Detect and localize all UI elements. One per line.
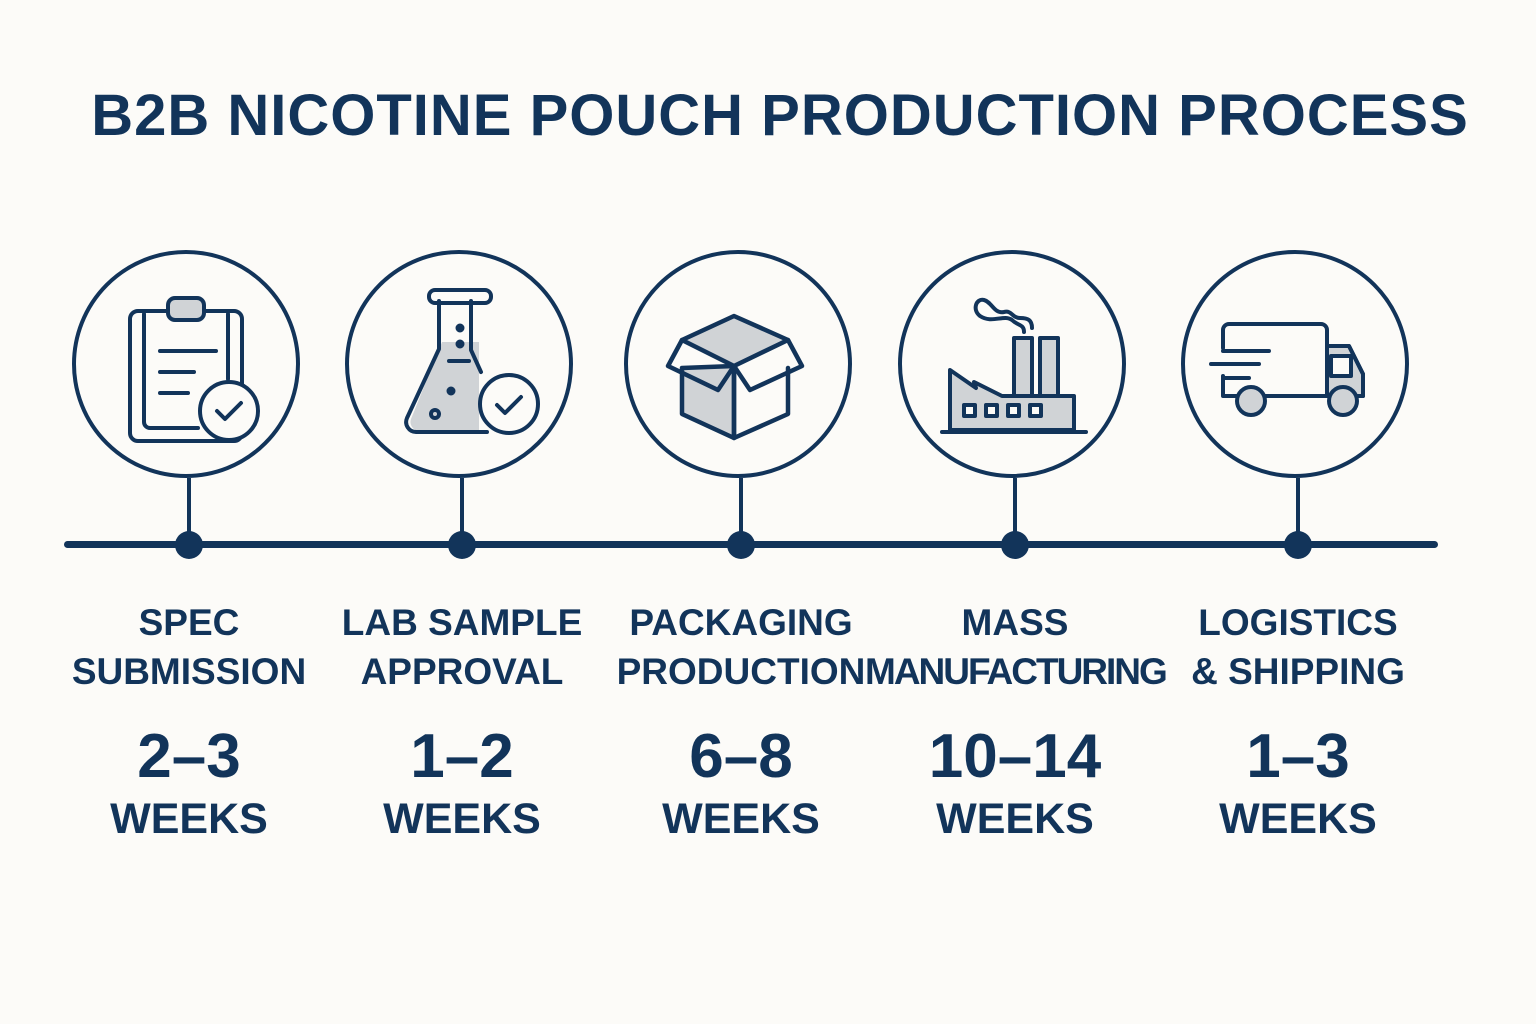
delivery-truck-icon	[1209, 322, 1365, 417]
factory-icon	[940, 297, 1088, 434]
open-box-icon	[665, 313, 805, 441]
icon-circle	[624, 250, 852, 478]
flask-check-icon	[404, 288, 540, 435]
timeline-node	[175, 531, 203, 559]
timeline-node	[448, 531, 476, 559]
page-title: B2B NICOTINE POUCH PRODUCTION PROCESS	[91, 83, 1469, 148]
icon-circle	[72, 250, 300, 478]
icon-circle	[898, 250, 1126, 478]
timeline-node	[727, 531, 755, 559]
step-label: SPEC SUBMISSION	[71, 602, 307, 692]
timeline-connector	[187, 478, 191, 544]
step-duration: 1–2 WEEKS	[383, 722, 541, 843]
step-duration: 1–3 WEEKS	[1219, 722, 1377, 843]
icon-circle	[345, 250, 573, 478]
step-label: LOGISTICS & SHIPPING	[1191, 602, 1405, 692]
icon-circle	[1181, 250, 1409, 478]
timeline-connector	[739, 478, 743, 544]
step-label: LAB SAMPLE APPROVAL	[341, 602, 583, 692]
clipboard-check-icon	[128, 296, 260, 443]
timeline-connector	[1296, 478, 1300, 544]
timeline-node	[1001, 531, 1029, 559]
timeline-connector	[1013, 478, 1017, 544]
timeline-connector	[460, 478, 464, 544]
step-duration: 2–3 WEEKS	[110, 722, 268, 843]
timeline-node	[1284, 531, 1312, 559]
step-label: MASS MANUFACTURING	[865, 602, 1168, 692]
step-duration: 10–14 WEEKS	[928, 722, 1102, 843]
step-duration: 6–8 WEEKS	[662, 722, 820, 843]
step-label: PACKAGING PRODUCTION	[616, 602, 866, 692]
